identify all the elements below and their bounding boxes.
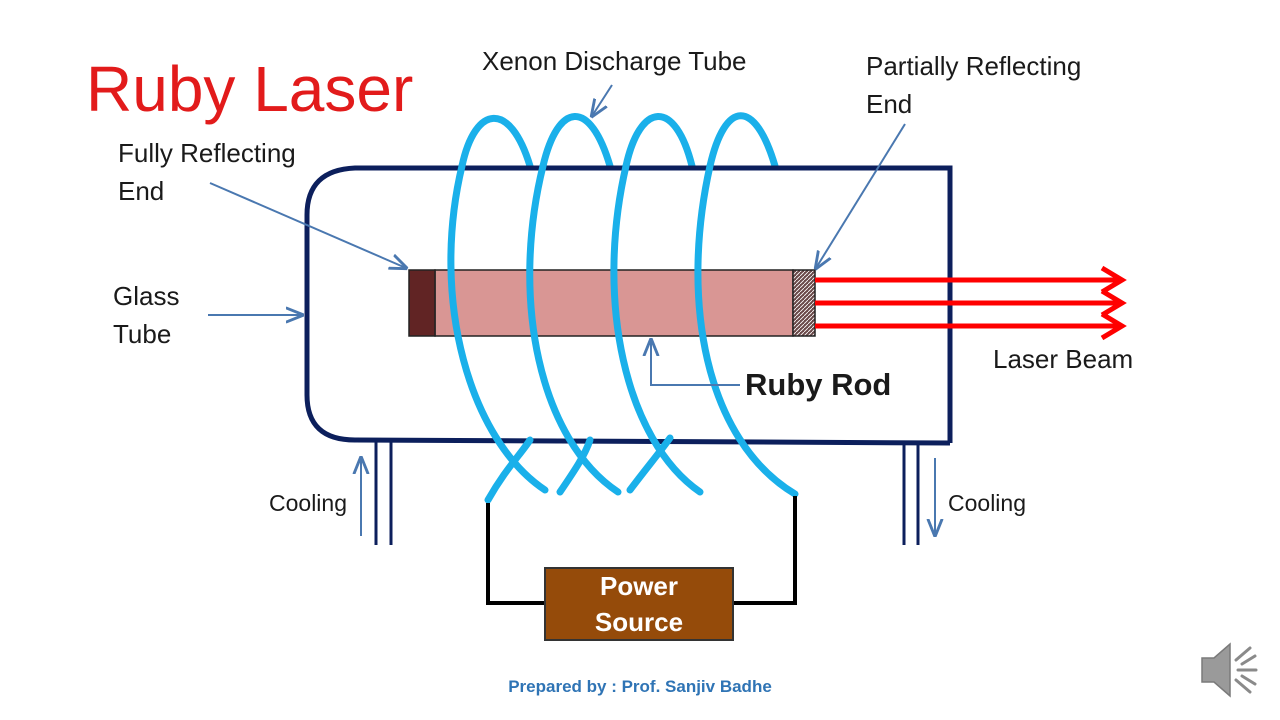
laser-beam-arrowhead bbox=[1100, 265, 1127, 295]
arrow-to-xenon-tube bbox=[592, 84, 613, 116]
label-line: Fully Reflecting bbox=[118, 138, 296, 168]
power-source-label: Power Source bbox=[545, 568, 733, 640]
wire-right bbox=[733, 496, 797, 605]
arrow-to-fully-reflecting bbox=[209, 182, 406, 268]
laser-beams bbox=[815, 265, 1127, 341]
coil-front-arc bbox=[447, 162, 549, 494]
coil-back-arc bbox=[706, 112, 779, 170]
power-circuit-wires bbox=[486, 496, 797, 605]
arrow-to-partially-reflecting bbox=[816, 123, 906, 268]
arrow-to-ruby-rod bbox=[651, 340, 740, 386]
coil-back-arc bbox=[539, 113, 614, 170]
label-line: Tube bbox=[113, 319, 172, 349]
coil-front-arc bbox=[626, 434, 674, 494]
label-line: End bbox=[866, 89, 913, 119]
label-partially-reflecting-end: Partially Reflecting End bbox=[866, 47, 1081, 123]
coil-front-arc bbox=[694, 162, 799, 498]
label-line: Source bbox=[594, 607, 684, 637]
pointer-arrows bbox=[208, 84, 935, 536]
xenon-coil-back bbox=[458, 112, 779, 170]
partially-reflecting-end bbox=[792, 269, 816, 337]
label-line: Partially Reflecting bbox=[866, 51, 1082, 81]
label-cooling-right: Cooling bbox=[948, 490, 1026, 516]
coil-back-arc bbox=[622, 113, 696, 170]
label-laser-beam: Laser Beam bbox=[993, 344, 1134, 374]
label-line: Glass bbox=[113, 281, 180, 311]
cooling-pipes bbox=[374, 440, 920, 545]
glass-tube bbox=[304, 165, 953, 446]
label-ruby-rod: Ruby Rod bbox=[745, 367, 892, 402]
label-line: Power bbox=[599, 571, 679, 601]
coil-front-arc bbox=[526, 162, 622, 496]
coil-back-arc bbox=[458, 115, 534, 170]
label-glass-tube: Glass Tube bbox=[113, 277, 179, 353]
speaker-icon[interactable] bbox=[1201, 642, 1258, 698]
coil-front-arc bbox=[556, 436, 594, 496]
label-xenon-discharge-tube: Xenon Discharge Tube bbox=[482, 46, 747, 76]
coil-front-arc bbox=[610, 162, 704, 496]
coil-front-arc bbox=[484, 436, 534, 504]
power-source-box bbox=[544, 567, 734, 641]
credit-text: Prepared by : Prof. Sanjiv Badhe bbox=[508, 677, 772, 696]
label-cooling-left: Cooling bbox=[269, 490, 347, 516]
label-line: End bbox=[118, 176, 165, 206]
xenon-coil-front bbox=[447, 162, 799, 504]
fully-reflecting-end bbox=[408, 269, 436, 337]
laser-beam-arrowhead bbox=[1100, 288, 1127, 318]
laser-beam-arrowhead bbox=[1100, 311, 1127, 341]
label-fully-reflecting-end: Fully Reflecting End bbox=[118, 134, 296, 210]
diagram-title: Ruby Laser bbox=[86, 53, 414, 125]
wire-left bbox=[486, 503, 545, 605]
